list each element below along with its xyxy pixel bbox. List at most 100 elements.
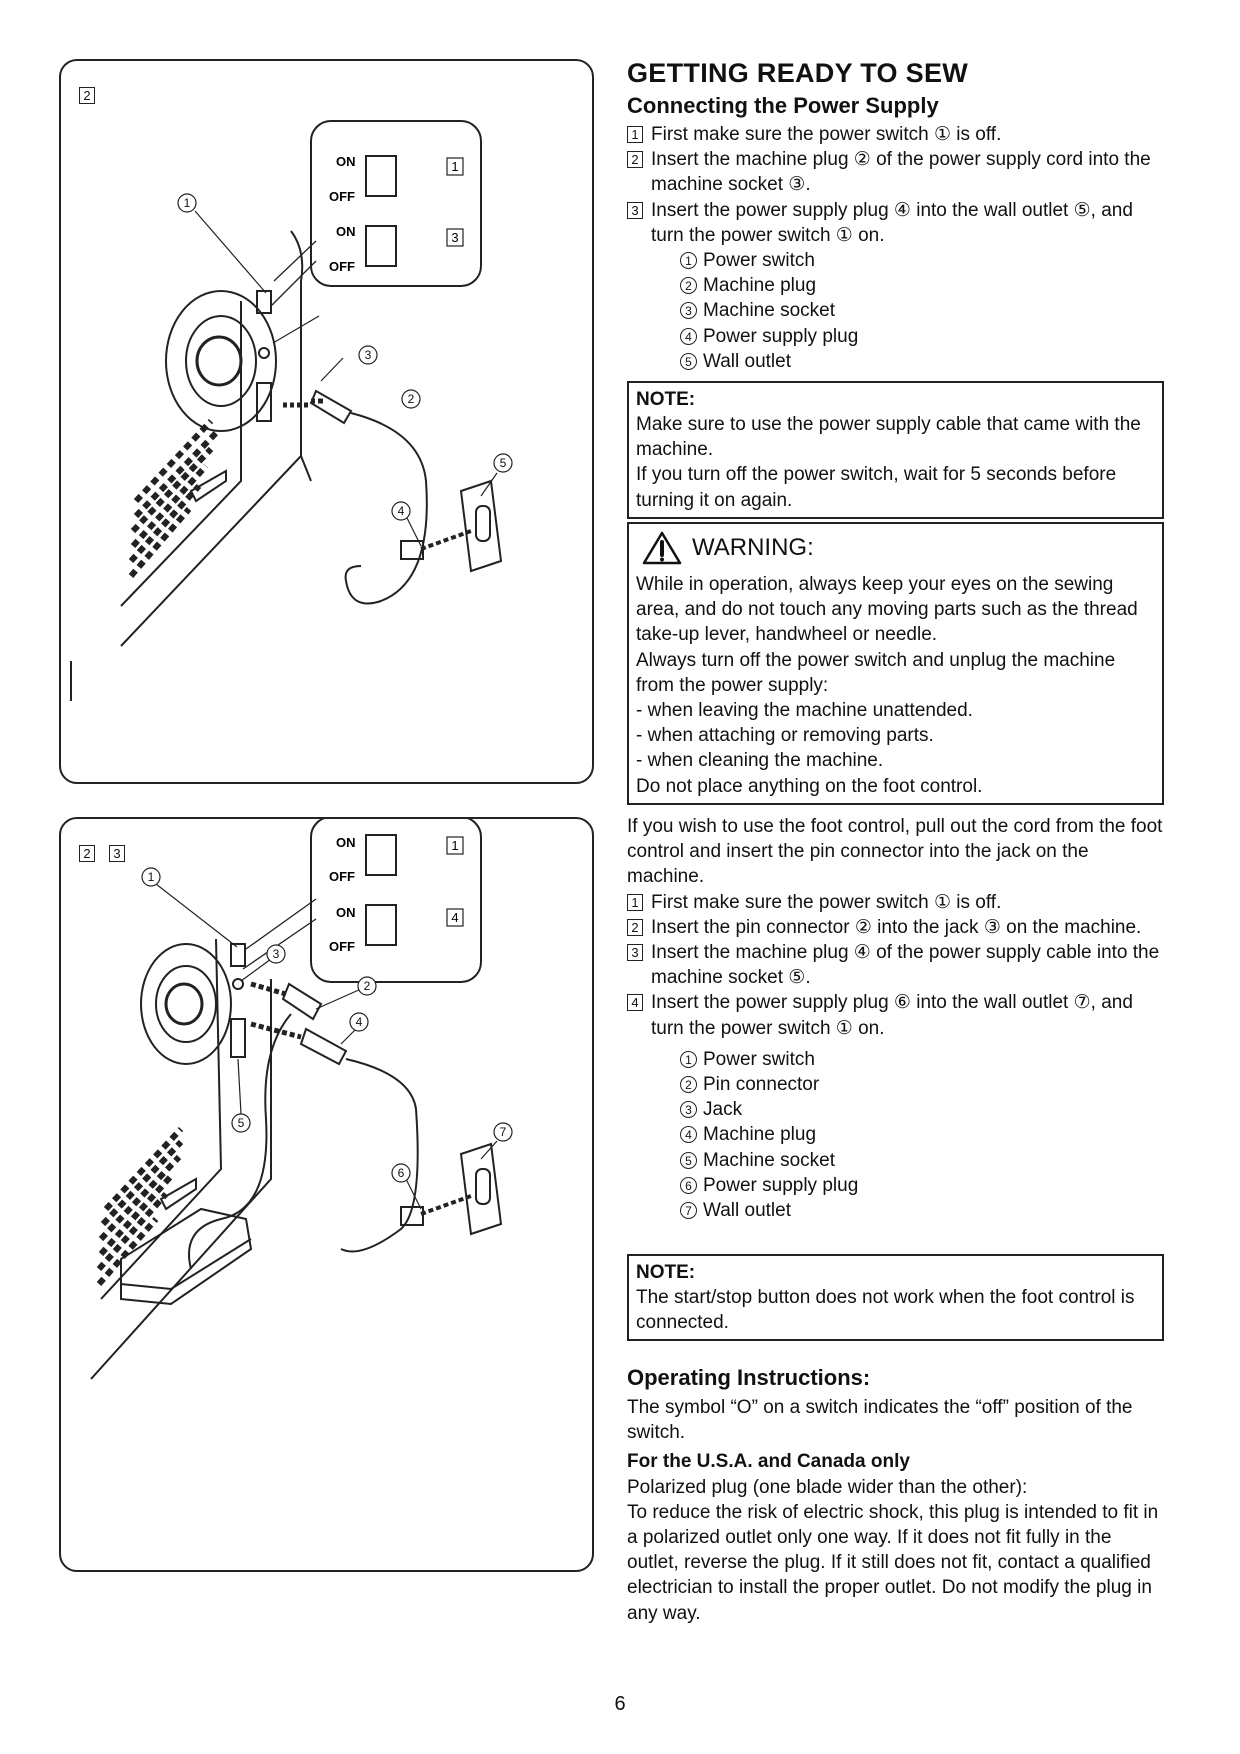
step-text: First make sure the power switch ① is of… bbox=[651, 891, 1002, 913]
intro-paragraph: If you wish to use the foot control, pul… bbox=[627, 816, 1163, 888]
switch-on-label: ON bbox=[336, 905, 356, 920]
warning-box: WARNING: While in operation, always keep… bbox=[627, 522, 1164, 805]
part-item: 2 Machine plug bbox=[680, 273, 1164, 298]
page-title: GETTING READY TO SEW bbox=[627, 58, 969, 88]
callout-number: 4 bbox=[398, 504, 405, 518]
part-label: Jack bbox=[703, 1099, 743, 1121]
step-item: 4 Insert the power supply plug ⑥ into th… bbox=[627, 990, 1164, 1040]
step-item: 1 First make sure the power switch ① is … bbox=[627, 122, 1164, 147]
step-item: 1 First make sure the power switch ① is … bbox=[627, 890, 1164, 915]
part-label: Pin connector bbox=[703, 1074, 820, 1096]
callout-number: 3 bbox=[273, 947, 280, 961]
warning-text: - when cleaning the machine. bbox=[636, 750, 884, 772]
step-text: Insert the machine plug ② of the power s… bbox=[651, 149, 1151, 196]
callout-number: 1 bbox=[184, 196, 191, 210]
operating-text: The symbol “O” on a switch indicates the… bbox=[627, 1397, 1133, 1444]
operating-text: Polarized plug (one blade wider than the… bbox=[627, 1476, 1028, 1498]
step-badge: 3 bbox=[109, 845, 125, 862]
switch-off-label: OFF bbox=[329, 259, 355, 274]
part-number: 6 bbox=[680, 1176, 697, 1194]
part-number: 5 bbox=[680, 1151, 697, 1169]
part-label: Machine plug bbox=[703, 275, 817, 297]
step-badge: 2 bbox=[79, 87, 95, 104]
step-text: Insert the machine plug ④ of the power s… bbox=[651, 942, 1160, 989]
part-item: 7 Wall outlet bbox=[680, 1198, 1164, 1223]
note-heading: NOTE: bbox=[636, 389, 696, 410]
note-text: The start/stop button does not work when… bbox=[636, 1287, 1135, 1334]
warning-text: - when attaching or removing parts. bbox=[636, 725, 934, 747]
part-label: Power supply plug bbox=[703, 325, 859, 347]
warning-text: Always turn off the power switch and unp… bbox=[636, 649, 1116, 696]
callout-number: 1 bbox=[148, 870, 155, 884]
warning-triangle-icon bbox=[642, 531, 682, 565]
part-number: 1 bbox=[680, 252, 697, 270]
part-item: 4 Machine plug bbox=[680, 1122, 1164, 1147]
part-label: Machine plug bbox=[703, 1124, 817, 1146]
part-number: 2 bbox=[680, 277, 697, 295]
part-label: Wall outlet bbox=[703, 1200, 791, 1222]
section-heading: Operating Instructions: bbox=[627, 1365, 871, 1390]
step-number: 3 bbox=[627, 944, 643, 962]
switch-step-number: 3 bbox=[451, 230, 458, 245]
switch-step-number: 1 bbox=[451, 838, 458, 853]
foot-control-illustration: ON OFF ON OFF 1 4 1 2 3 4 5 6 7 bbox=[90, 819, 513, 1380]
part-item: 2 Pin connector bbox=[680, 1072, 1164, 1097]
section-foot-control: If you wish to use the foot control, pul… bbox=[627, 814, 1164, 1223]
figure-step-badges: 2 bbox=[79, 87, 95, 104]
step-number: 1 bbox=[627, 126, 643, 143]
step-badge: 2 bbox=[79, 845, 95, 862]
part-number: 3 bbox=[680, 302, 697, 320]
operating-text: To reduce the risk of electric shock, th… bbox=[627, 1501, 1159, 1624]
step-text: Insert the pin connector ② into the jack… bbox=[651, 916, 1142, 938]
figure-panel-foot-control: 2 3 bbox=[59, 817, 594, 1572]
warning-text: - when leaving the machine unattended. bbox=[636, 700, 973, 722]
callout-number: 2 bbox=[408, 392, 415, 406]
note-box: NOTE: The start/stop button does not wor… bbox=[627, 1254, 1164, 1342]
part-label: Machine socket bbox=[703, 300, 836, 322]
part-label: Machine socket bbox=[703, 1149, 836, 1171]
section-connecting-power: GETTING READY TO SEW Connecting the Powe… bbox=[627, 58, 1164, 374]
callout-number: 7 bbox=[500, 1125, 507, 1139]
switch-on-label: ON bbox=[336, 154, 356, 169]
step-number: 3 bbox=[627, 201, 643, 219]
operating-subheading: For the U.S.A. and Canada only bbox=[627, 1451, 910, 1473]
callout-number: 5 bbox=[500, 456, 507, 470]
warning-text: Do not place anything on the foot contro… bbox=[636, 775, 983, 797]
page-number: 6 bbox=[614, 1693, 626, 1715]
part-number: 3 bbox=[680, 1101, 697, 1119]
step-item: 2 Insert the machine plug ② of the power… bbox=[627, 147, 1164, 197]
part-item: 3 Machine socket bbox=[680, 298, 1164, 323]
part-item: 3 Jack bbox=[680, 1097, 1164, 1122]
switch-on-label: ON bbox=[336, 224, 356, 239]
note-text: Make sure to use the power supply cable … bbox=[636, 414, 1141, 461]
part-number: 4 bbox=[680, 1126, 697, 1144]
power-supply-illustration: ON OFF ON OFF 1 3 1 2 3 4 5 bbox=[70, 120, 513, 701]
section-heading: Connecting the Power Supply bbox=[627, 93, 939, 118]
callout-number: 6 bbox=[398, 1166, 405, 1180]
note-box: NOTE: Make sure to use the power supply … bbox=[627, 381, 1164, 519]
section-operating-instructions: Operating Instructions: The symbol “O” o… bbox=[627, 1364, 1164, 1626]
step-number: 4 bbox=[627, 994, 643, 1012]
step-item: 3 Insert the power supply plug ④ into th… bbox=[627, 198, 1164, 248]
part-number: 7 bbox=[680, 1202, 697, 1220]
note-heading: NOTE: bbox=[636, 1262, 696, 1283]
step-text: First make sure the power switch ① is of… bbox=[651, 124, 1002, 145]
figure-step-badges: 2 3 bbox=[79, 845, 125, 862]
switch-step-number: 4 bbox=[451, 910, 458, 925]
callout-number: 5 bbox=[238, 1116, 245, 1130]
step-number: 2 bbox=[627, 918, 643, 936]
part-number: 5 bbox=[680, 352, 697, 370]
step-number: 1 bbox=[627, 893, 643, 911]
warning-text: While in operation, always keep your eye… bbox=[636, 574, 1138, 646]
warning-title: WARNING: bbox=[636, 528, 1155, 568]
callout-number: 4 bbox=[356, 1015, 363, 1029]
step-text: Insert the power supply plug ⑥ into the … bbox=[651, 992, 1133, 1039]
part-number: 4 bbox=[680, 327, 697, 345]
step-list: 1 First make sure the power switch ① is … bbox=[627, 122, 1164, 248]
part-number: 2 bbox=[680, 1076, 697, 1094]
